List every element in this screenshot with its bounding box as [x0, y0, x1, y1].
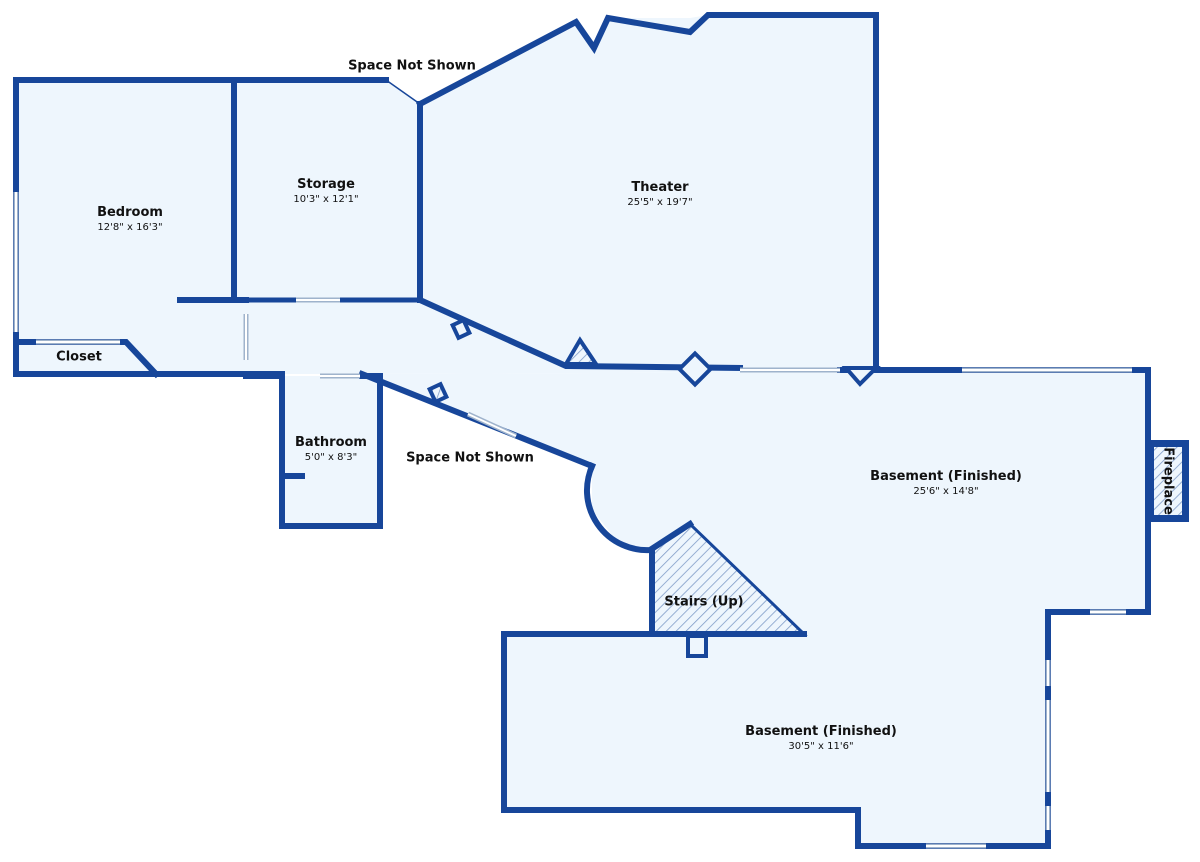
storage-name: Storage	[297, 177, 355, 192]
basement-lower-floor	[504, 634, 1048, 846]
hallway-floor	[246, 300, 876, 374]
closet-label: Closet	[56, 350, 102, 365]
basement-lower-name: Basement (Finished)	[745, 724, 897, 739]
basement-upper-floor	[650, 368, 1148, 634]
fireplace-name: Fireplace	[1160, 447, 1176, 515]
theater-notch	[841, 366, 881, 387]
theater-name: Theater	[631, 180, 689, 195]
bedroom-dims: 12'8" x 16'3"	[97, 222, 163, 233]
basement-lower-dims: 30'5" x 11'6"	[788, 741, 854, 752]
theater-diamond-pillar	[676, 350, 714, 388]
fireplace-label: Fireplace	[1161, 447, 1176, 515]
storage-floor	[236, 80, 420, 298]
curved-wall	[583, 462, 695, 554]
bedroom-label: Bedroom 12'8" x 16'3"	[97, 205, 163, 233]
stairs-name: Stairs (Up)	[664, 594, 744, 610]
hall-pillar-2	[426, 381, 450, 405]
storage-dims: 10'3" x 12'1"	[293, 194, 359, 205]
basement-upper-dims: 25'6" x 14'8"	[913, 486, 979, 497]
basement-upper-name: Basement (Finished)	[870, 469, 1022, 484]
stairs-label: Stairs (Up)	[664, 595, 743, 610]
theater-floor	[420, 15, 876, 366]
space-not-shown-middle-label: Space Not Shown	[406, 450, 534, 466]
bathroom-name: Bathroom	[295, 435, 367, 450]
theater-wall	[415, 12, 879, 373]
hall-pillar-1	[449, 317, 473, 341]
basement-lower-label: Basement (Finished) 30'5" x 11'6"	[745, 724, 897, 752]
basement-upper-label: Basement (Finished) 25'6" x 14'8"	[870, 469, 1022, 497]
space-not-shown-top-label: Space Not Shown	[348, 58, 476, 74]
bathroom-dims: 5'0" x 8'3"	[304, 452, 358, 463]
space-not-shown-line	[385, 79, 421, 105]
theater-corner-pillar	[562, 336, 600, 366]
theater-label: Theater 25'5" x 19'7"	[627, 180, 692, 208]
storage-label: Storage 10'3" x 12'1"	[293, 177, 358, 205]
basement-pillar	[686, 634, 708, 658]
theater-dims: 25'5" x 19'7"	[627, 197, 693, 208]
fireplace-wall	[1147, 440, 1189, 522]
closet-name: Closet	[56, 349, 102, 365]
bathroom-floor	[282, 376, 380, 526]
bathroom-label: Bathroom 5'0" x 8'3"	[295, 435, 367, 463]
bedroom-name: Bedroom	[97, 205, 163, 220]
